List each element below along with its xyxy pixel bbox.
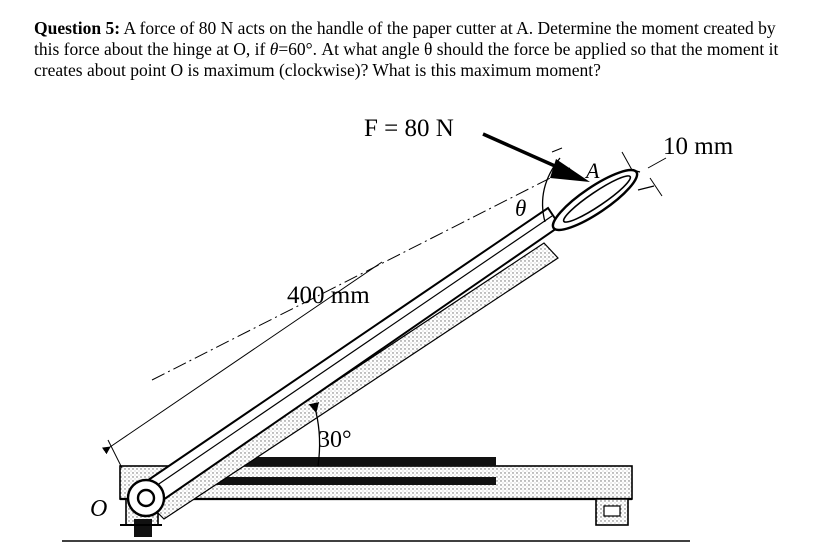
width-label: 10 mm <box>663 133 734 160</box>
question-text: Question 5: A force of 80 N acts on the … <box>34 18 804 81</box>
question-label: Question 5: <box>34 18 121 38</box>
question-text-part1: A force of 80 N acts on the handle of th… <box>34 18 776 59</box>
width-dimension <box>621 151 667 197</box>
cutter-handle <box>126 168 639 518</box>
theta-arc <box>541 157 561 223</box>
length-label: 400 mm <box>287 282 370 309</box>
force-arrow <box>482 132 590 182</box>
question-text-part2: =60°. At what angle θ should the force b… <box>34 39 779 80</box>
handle-centerline <box>151 167 571 381</box>
length-dimension <box>101 261 383 469</box>
angle-label: 30° <box>318 427 352 453</box>
point-o-label: O <box>90 496 107 522</box>
point-a-label: A <box>584 158 600 183</box>
force-label: F = 80 N <box>364 115 454 142</box>
theta-symbol: θ <box>269 39 279 59</box>
theta-label: θ <box>515 196 526 221</box>
cutter-blade <box>149 242 559 520</box>
angle-arc <box>308 401 321 467</box>
